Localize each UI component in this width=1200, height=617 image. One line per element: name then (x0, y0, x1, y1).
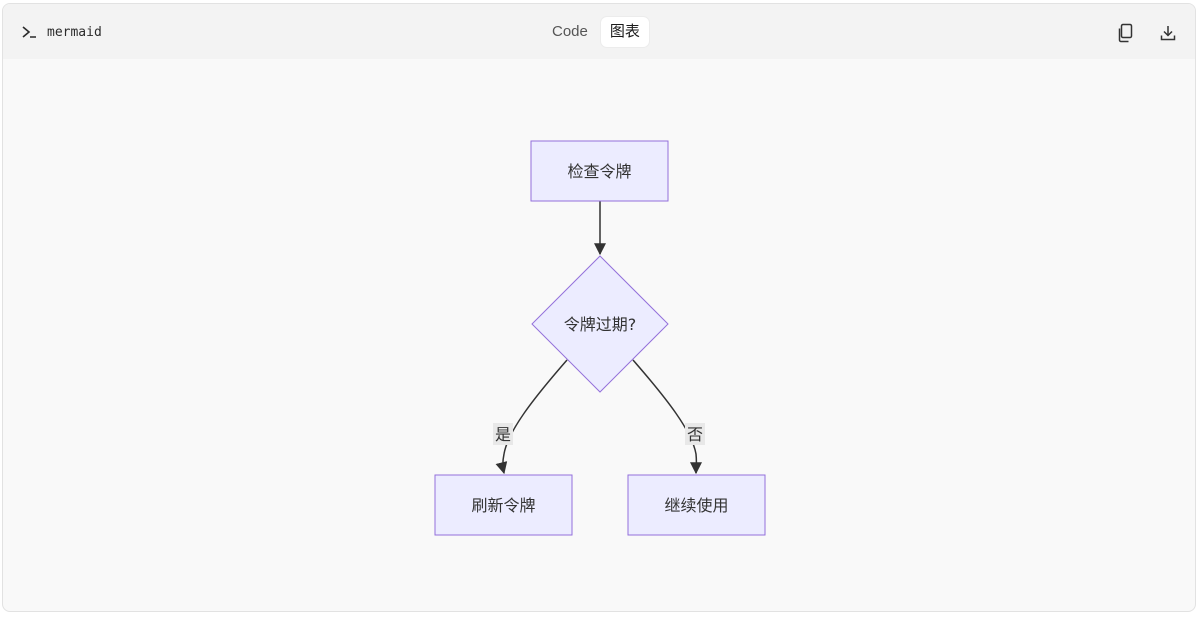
node-token-expired-decision: 令牌过期? (531, 255, 669, 393)
view-tabs: Code 图表 (543, 16, 649, 48)
node-check-token: 检查令牌 (530, 140, 669, 202)
copy-button[interactable] (1114, 22, 1136, 44)
svg-text:继续使用: 继续使用 (664, 496, 728, 515)
language-indicator: mermaid (21, 22, 102, 42)
edge-label-no: 否 (685, 423, 705, 445)
code-block-toolbar: mermaid Code 图表 (3, 4, 1195, 59)
terminal-prompt-icon (22, 26, 36, 38)
svg-text:是: 是 (495, 425, 511, 444)
node-refresh-token: 刷新令牌 (434, 474, 573, 536)
flowchart: 是 否 检查令牌 令牌过期? 刷新令牌 (434, 140, 766, 536)
svg-text:令牌过期?: 令牌过期? (564, 315, 637, 334)
download-button[interactable] (1157, 22, 1179, 44)
node-continue-use: 继续使用 (627, 474, 766, 536)
mermaid-code-block: mermaid Code 图表 (2, 3, 1196, 612)
edge-decision-to-refresh (495, 359, 568, 475)
diagram-canvas: 是 否 检查令牌 令牌过期? 刷新令牌 (3, 59, 1195, 611)
copy-icon (1118, 23, 1133, 43)
language-label: mermaid (47, 24, 102, 40)
svg-text:否: 否 (687, 425, 703, 444)
tab-diagram[interactable]: 图表 (600, 17, 649, 47)
tab-code[interactable]: Code (552, 23, 588, 40)
download-icon (1160, 26, 1176, 41)
svg-text:检查令牌: 检查令牌 (567, 162, 631, 181)
edge-decision-to-continue (632, 359, 703, 475)
svg-text:刷新令牌: 刷新令牌 (471, 496, 535, 515)
edge-label-yes: 是 (493, 423, 513, 445)
